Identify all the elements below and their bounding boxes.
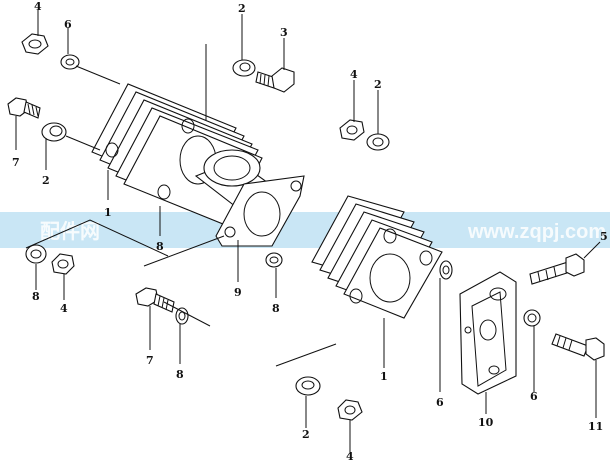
callout-6: 6: [436, 396, 444, 409]
callout-7: 7: [12, 156, 20, 169]
hex-nut-top-left: [21, 33, 49, 55]
clamp-block-right: [311, 195, 443, 319]
callout-7: 7: [146, 354, 154, 367]
hex-nut-bottom: [337, 399, 363, 421]
callout-2: 2: [374, 78, 382, 91]
callout-6: 6: [64, 18, 72, 31]
callout-8: 8: [272, 302, 280, 315]
callout-8: 8: [32, 290, 40, 303]
callout-4: 4: [60, 302, 68, 315]
washer-bottom-middle: [175, 307, 189, 325]
flange-washer-right-upper: [366, 133, 390, 151]
washer-center: [265, 252, 283, 268]
callout-11: 11: [588, 420, 603, 433]
callout-4: 4: [346, 450, 354, 462]
callout-4: 4: [34, 0, 42, 13]
bracket-plate: [459, 271, 517, 395]
callout-6: 6: [530, 390, 538, 403]
callout-1: 1: [380, 370, 388, 383]
watermark-text-left: 配件网: [40, 219, 100, 243]
washer-bottom-left: [25, 244, 47, 264]
washer-right-block: [439, 260, 453, 280]
callout-10: 10: [478, 416, 494, 429]
callout-9: 9: [234, 286, 242, 299]
bolt-left: [7, 97, 41, 119]
washer-top-left: [60, 54, 80, 70]
bolt-top: [255, 67, 295, 93]
callout-8: 8: [156, 240, 164, 253]
callout-1: 1: [104, 206, 112, 219]
hex-nut-bottom-left: [51, 253, 75, 275]
callout-4: 4: [350, 68, 358, 81]
flange-washer-top: [232, 59, 256, 77]
callout-labels: 4 6 2 3 4 2 7 2 1 8 8 4 9 8 7 8 5 1 6 6 …: [12, 0, 608, 462]
watermark-band: [0, 212, 610, 248]
bolt-right-upper: [529, 253, 585, 285]
callout-3: 3: [280, 26, 288, 39]
flange-washer-bottom: [295, 376, 321, 396]
callout-8: 8: [176, 368, 184, 381]
watermark-text-right: www.zqpj.com: [467, 221, 606, 243]
flange-washer-left: [41, 122, 67, 142]
leader-lines: [15, 10, 601, 452]
hex-nut-right-upper: [339, 119, 365, 141]
callout-2: 2: [42, 174, 50, 187]
washer-right-lower: [523, 309, 541, 327]
flange-gasket: [215, 175, 305, 247]
bolt-bottom-middle: [135, 287, 175, 313]
callout-2: 2: [302, 428, 310, 441]
callout-2: 2: [238, 2, 246, 15]
bolt-right-lower: [551, 333, 605, 361]
callout-5: 5: [600, 230, 608, 243]
